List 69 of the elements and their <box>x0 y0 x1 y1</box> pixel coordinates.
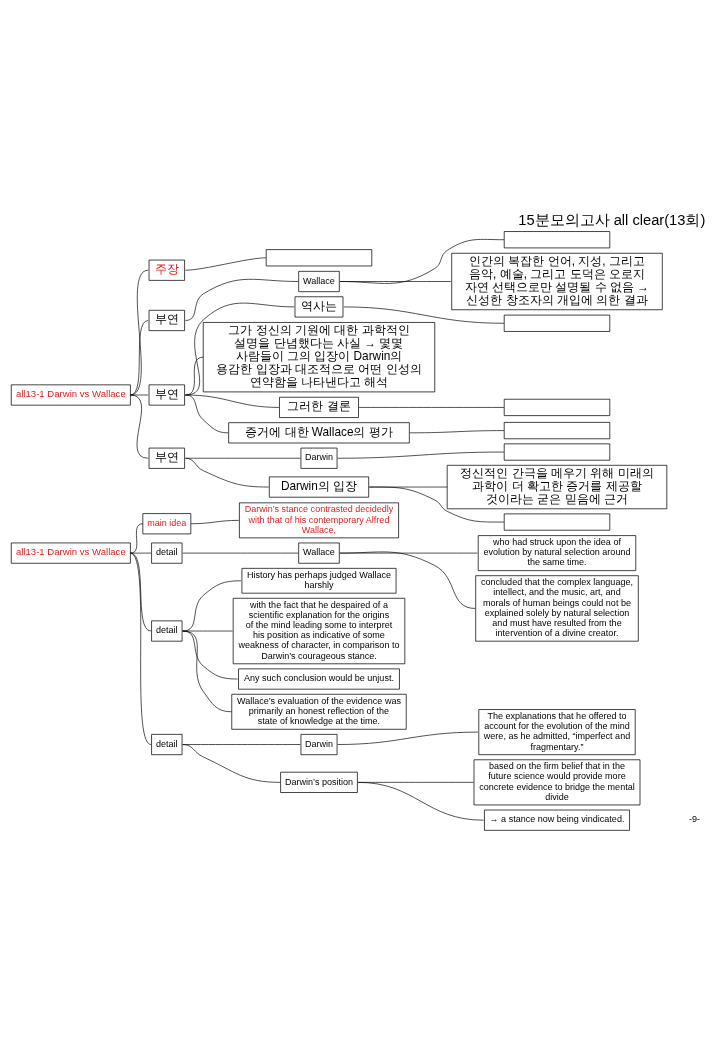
node-box <box>503 230 610 248</box>
connector <box>129 269 149 395</box>
connector <box>181 743 280 783</box>
node-box: detail <box>150 620 182 642</box>
node-box: 부연 <box>148 447 185 469</box>
node-box: 그가 정신의 기원에 대한 과학적인 설명을 단념했다는 사실 → 몇몇 사람들이 그의 입장이 Darwin의 용감한 입장과 대조적으로 어떤 인성의 연약함을 나타낸다고 해석 <box>202 321 435 392</box>
connector <box>129 552 151 631</box>
node-box: detail <box>150 542 182 564</box>
node-box: 증거에 대한 Wallace의 평가 <box>227 421 410 443</box>
connector <box>343 306 504 324</box>
diagram-title: 15분모의고사 all clear(13회) <box>517 211 705 228</box>
node-box: Darwin’s position <box>279 771 358 793</box>
connector <box>184 256 266 271</box>
node-box <box>503 421 610 439</box>
node-box <box>265 248 372 266</box>
node-box: based on the firm belief that in the future science would provide more concrete evidence to bridge the mental divide <box>473 758 640 805</box>
node-box: Wallace <box>297 270 340 292</box>
node-box: Darwin’s stance contrasted decidedly with that of his contemporary Alfred Wallace, <box>238 502 399 538</box>
connector <box>184 457 269 487</box>
connector <box>336 731 478 745</box>
node-box: History has perhaps judged Wallace harshly <box>241 567 396 594</box>
connector <box>339 280 451 282</box>
node-box: 정신적인 간극을 메우기 위해 미래의 과학이 더 확고한 증거를 제공할 것이라는 굳은 믿음에 근거 <box>446 464 667 509</box>
connector <box>184 278 298 321</box>
connector <box>336 451 504 459</box>
node-box: main idea <box>141 512 191 534</box>
node-box: → a stance now being vindicated. <box>483 809 630 831</box>
node-box: Darwin의 입장 <box>268 476 369 498</box>
node-box: Any such conclusion would be unjust. <box>237 668 400 690</box>
connector <box>190 519 239 524</box>
connector <box>368 486 504 522</box>
label: -9- <box>688 813 700 824</box>
node-box: detail <box>150 733 182 755</box>
node-box: 인간의 복잡한 언어, 지성, 그리고 음악, 예술, 그리고 도덕은 오로지 자연 선택으로만 설명될 수 없음 → 신성한 창조자의 개입에 의한 결과 <box>450 252 663 310</box>
node-box: Wallace <box>297 542 340 564</box>
node-box <box>503 314 610 332</box>
connector <box>129 394 149 459</box>
node-box: 주장 <box>148 259 185 281</box>
connector <box>129 319 149 395</box>
connector <box>409 429 504 433</box>
node-box: all13-1 Darwin vs Wallace <box>10 542 131 564</box>
node-box: The explanations that he offered to account for the evolution of the mind were, as he admitted, “imperfect and fragmentary.” <box>477 708 636 755</box>
node-box: who had struck upon the idea of evolution by natural selection around the same time. <box>477 534 636 571</box>
connector <box>339 551 475 609</box>
connector <box>181 630 233 631</box>
connector <box>181 630 232 712</box>
connector <box>339 238 504 284</box>
connector <box>184 394 279 408</box>
node-box: 그러한 결론 <box>278 396 359 418</box>
connector <box>184 394 228 433</box>
connector <box>181 579 241 631</box>
node-box <box>503 443 610 461</box>
connector <box>129 552 151 745</box>
node-box: Darwin <box>300 447 337 469</box>
node-box: all13-1 Darwin vs Wallace <box>10 383 131 406</box>
node-box: 부연 <box>148 383 185 406</box>
node-box: Wallace’s evaluation of the evidence was primarily an honest reflection of the state of knowledge at the time. <box>230 693 407 730</box>
connector <box>129 394 149 395</box>
node-box: with the fact that he despaired of a scientific explanation for the origins of the mind leading some to interpret his position as indicative of some weakness of character, in comparison to Darwin’s courageous stance. <box>232 597 405 664</box>
connector <box>181 630 238 679</box>
node-box: 부연 <box>148 309 185 331</box>
connector <box>357 781 484 821</box>
node-box: concluded that the complex language, intellect, and the music, art, and morals of human beings could not be explained solely by natural selection and must have resulted from the intervention of a divine creator. <box>474 574 639 642</box>
node-box <box>503 513 610 531</box>
node-box: Darwin <box>300 733 337 755</box>
node-box <box>503 398 610 416</box>
connector <box>129 552 151 553</box>
connector <box>358 406 504 408</box>
node-box: 역사는 <box>294 295 343 317</box>
